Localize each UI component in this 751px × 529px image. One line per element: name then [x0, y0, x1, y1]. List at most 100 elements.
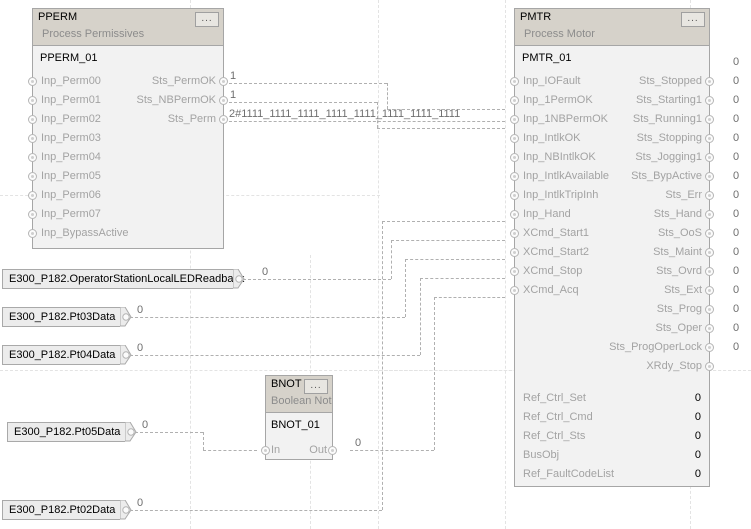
pmtr-param-label: Ref_FaultCodeList: [523, 468, 615, 480]
output-connector-icon[interactable]: [705, 210, 714, 219]
input-connector-icon[interactable]: [28, 210, 37, 219]
bnot-menu-button[interactable]: ...: [304, 379, 328, 394]
function-block-bnot[interactable]: BNOT ... Boolean Not BNOT_01 In Out: [261, 375, 337, 460]
pperm-menu-button[interactable]: ...: [195, 12, 219, 27]
pmtr-param-value: 0: [694, 430, 701, 442]
pmtr-output-value: 0: [733, 227, 740, 239]
input-connector-icon[interactable]: [510, 248, 519, 257]
tag-output-connector-icon[interactable]: [125, 422, 137, 442]
output-connector-icon[interactable]: [705, 305, 714, 314]
pmtr-pin-row: XCmd_Acq Sts_Ext: [510, 282, 714, 301]
tag-output-connector-icon[interactable]: [233, 269, 245, 289]
pmtr-input-label: Inp_IntlkOK: [523, 132, 581, 144]
output-connector-icon[interactable]: [705, 248, 714, 257]
tag-label: E300_P182.Pt03Data: [2, 307, 120, 327]
pmtr-output-label: Sts_Oper: [655, 322, 702, 334]
pmtr-input-label: XCmd_Start1: [523, 227, 590, 239]
input-connector-icon[interactable]: [510, 210, 519, 219]
input-connector-icon[interactable]: [28, 115, 37, 124]
input-connector-icon[interactable]: [510, 153, 519, 162]
output-connector-icon[interactable]: [705, 172, 714, 181]
pperm-input-label: Inp_Perm02: [41, 113, 101, 125]
input-connector-icon[interactable]: [510, 229, 519, 238]
output-connector-icon[interactable]: [328, 446, 337, 455]
input-connector-icon[interactable]: [510, 191, 519, 200]
input-connector-icon[interactable]: [510, 115, 519, 124]
output-connector-icon[interactable]: [705, 286, 714, 295]
output-connector-icon[interactable]: [705, 96, 714, 105]
pmtr-pin-row: Sts_Prog: [515, 301, 714, 320]
pmtr-pin-row: Sts_Oper: [515, 320, 714, 339]
input-connector-icon[interactable]: [28, 229, 37, 238]
input-connector-icon[interactable]: [510, 134, 519, 143]
pperm-output-label: Sts_PermOK: [151, 75, 216, 87]
output-connector-icon[interactable]: [219, 77, 228, 86]
output-connector-icon[interactable]: [705, 115, 714, 124]
pmtr-input-label: XCmd_Stop: [523, 265, 583, 277]
pmtr-pin-row: Inp_1NBPermOK Sts_Running1: [510, 111, 714, 130]
input-connector-icon[interactable]: [28, 153, 37, 162]
output-connector-icon[interactable]: [705, 77, 714, 86]
pmtr-output-value: 0: [733, 94, 740, 106]
tag-output-connector-icon[interactable]: [120, 345, 132, 365]
pmtr-output-value: 0: [733, 151, 740, 163]
bnot-input-label: In: [271, 444, 281, 456]
pmtr-output-value: 0: [733, 246, 740, 258]
output-connector-icon[interactable]: [705, 324, 714, 333]
input-connector-icon[interactable]: [510, 172, 519, 181]
function-block-pmtr[interactable]: PMTR ... Process Motor PMTR_01 Inp_IOFau…: [510, 8, 714, 487]
input-connector-icon[interactable]: [28, 172, 37, 181]
output-connector-icon[interactable]: [219, 96, 228, 105]
pmtr-output-label: Sts_Jogging1: [635, 151, 702, 163]
pmtr-input-label: Inp_1PermOK: [523, 94, 593, 106]
bnot-description: Boolean Not: [271, 395, 332, 407]
input-connector-icon[interactable]: [28, 191, 37, 200]
wire-pt05-h2: [203, 450, 257, 451]
pmtr-input-label: Inp_1NBPermOK: [523, 113, 608, 125]
output-connector-icon[interactable]: [705, 267, 714, 276]
pmtr-output-value: 0: [733, 132, 740, 144]
input-connector-icon[interactable]: [510, 286, 519, 295]
output-connector-icon[interactable]: [705, 134, 714, 143]
wire-localled-h2: [391, 240, 505, 241]
output-connector-icon[interactable]: [705, 343, 714, 352]
pmtr-input-label: XCmd_Start2: [523, 246, 590, 258]
input-connector-icon[interactable]: [28, 77, 37, 86]
wire-stsperm-h: [224, 121, 505, 122]
pperm-pin-row: Inp_Perm04: [28, 149, 223, 168]
output-connector-icon[interactable]: [705, 191, 714, 200]
input-connector-icon[interactable]: [261, 446, 270, 455]
pperm-pin-row: Inp_BypassActive: [28, 225, 223, 244]
pmtr-param-label: Ref_Ctrl_Cmd: [523, 411, 593, 423]
pmtr-input-label: XCmd_Acq: [523, 284, 579, 296]
pmtr-menu-button[interactable]: ...: [681, 12, 705, 27]
pperm-instance-name: PPERM_01: [40, 52, 98, 64]
pmtr-output-value: 0: [733, 322, 740, 334]
grid-guide: [505, 0, 506, 529]
tag-output-connector-icon[interactable]: [120, 307, 132, 327]
pperm-input-label: Inp_Perm05: [41, 170, 101, 182]
input-connector-icon[interactable]: [28, 134, 37, 143]
pperm-pin-row: Inp_Perm07: [28, 206, 223, 225]
pmtr-output-label: Sts_OoS: [657, 227, 702, 239]
pmtr-param-value: 0: [694, 392, 701, 404]
wire-pt04-h1: [130, 355, 420, 356]
output-connector-icon[interactable]: [705, 362, 714, 371]
pmtr-pin-row: Inp_IntlkTripInh Sts_Err: [510, 187, 714, 206]
input-connector-icon[interactable]: [510, 96, 519, 105]
pmtr-pin-row: XCmd_Start2 Sts_Maint: [510, 244, 714, 263]
tag-value-pt05: 0: [142, 419, 149, 431]
output-connector-icon[interactable]: [219, 115, 228, 124]
tag-value-localled: 0: [262, 266, 269, 278]
wire-pt02-h1: [130, 510, 382, 511]
tag-output-connector-icon[interactable]: [120, 500, 132, 520]
output-connector-icon[interactable]: [705, 229, 714, 238]
function-block-pperm[interactable]: PPERM ... Process Permissives PPERM_01 I…: [28, 8, 228, 249]
wire-nbpermok-v: [377, 102, 378, 128]
wire-pt03-h1: [130, 317, 405, 318]
wire-pt03-v: [405, 259, 406, 317]
output-connector-icon[interactable]: [705, 153, 714, 162]
input-connector-icon[interactable]: [510, 267, 519, 276]
input-connector-icon[interactable]: [510, 77, 519, 86]
input-connector-icon[interactable]: [28, 96, 37, 105]
